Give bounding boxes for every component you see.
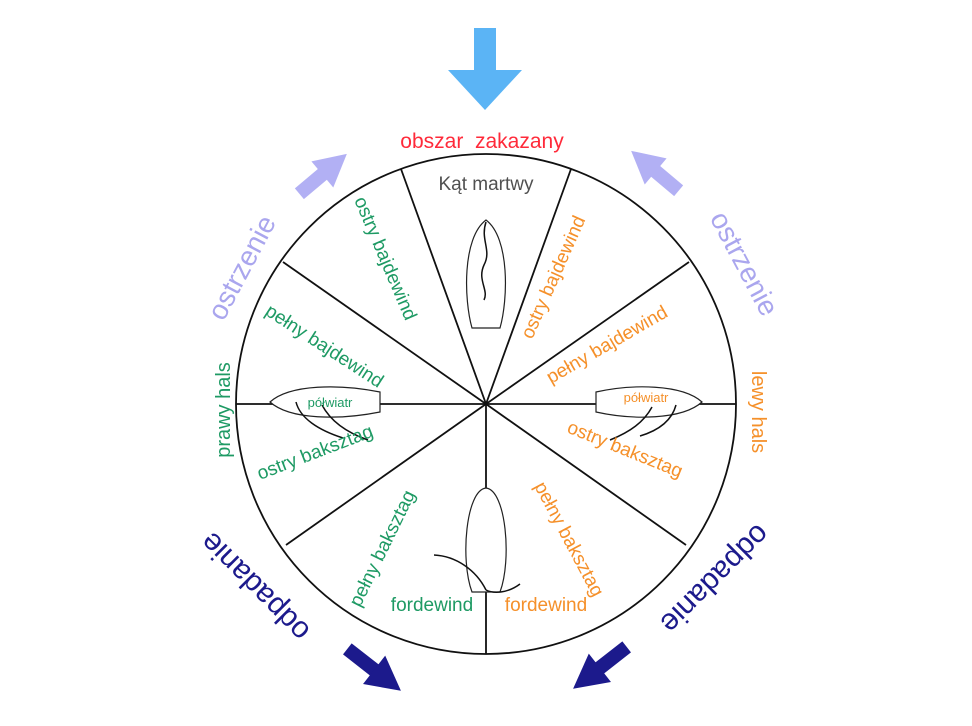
left-broad-reach-label: ostry baksztag bbox=[254, 421, 376, 485]
sector-line bbox=[485, 168, 572, 405]
left-beam-reach-label: półwiatr bbox=[308, 395, 353, 410]
bear-arrow-right bbox=[573, 641, 631, 689]
boat-right-beam-reach-icon bbox=[595, 386, 703, 441]
bearing-away-left-label: odpadanie bbox=[194, 525, 316, 647]
luffing-right-label: ostrzenie bbox=[704, 206, 785, 321]
right-close-reach-label: pełny bajdewind bbox=[543, 302, 672, 388]
luff-arrow-left bbox=[294, 153, 347, 200]
wind-arrow bbox=[448, 28, 522, 110]
starboard-tack-label: lewy hals bbox=[747, 371, 769, 453]
left-run-label: fordewind bbox=[391, 595, 473, 616]
right-close-hauled-label: ostry bajdewind bbox=[517, 213, 590, 342]
sector-line bbox=[282, 261, 487, 405]
right-run-label: fordewind bbox=[505, 595, 587, 616]
forbidden-zone-label: obszar zakazany bbox=[400, 130, 564, 153]
sector-line bbox=[485, 261, 690, 405]
boat-downwind-icon bbox=[433, 487, 521, 593]
bear-arrow-left bbox=[343, 643, 401, 691]
sector-line bbox=[400, 168, 487, 405]
luff-arrow-right bbox=[631, 150, 684, 197]
right-running-broad-label: pełny baksztag bbox=[530, 478, 608, 600]
dead-angle-label: Kąt martwy bbox=[438, 174, 534, 195]
left-close-hauled-label: ostry bajdewind bbox=[349, 194, 420, 324]
boat-head-to-wind-icon bbox=[465, 219, 507, 329]
sector-line bbox=[285, 403, 487, 546]
boat-left-beam-reach-icon bbox=[269, 386, 381, 441]
right-beam-reach-label: półwiatr bbox=[624, 390, 669, 405]
sector-line bbox=[485, 403, 687, 546]
port-tack-label: prawy hals bbox=[213, 362, 235, 458]
left-close-reach-label: pełny bajdewind bbox=[261, 301, 387, 393]
left-running-broad-label: pełny baksztag bbox=[346, 487, 420, 610]
